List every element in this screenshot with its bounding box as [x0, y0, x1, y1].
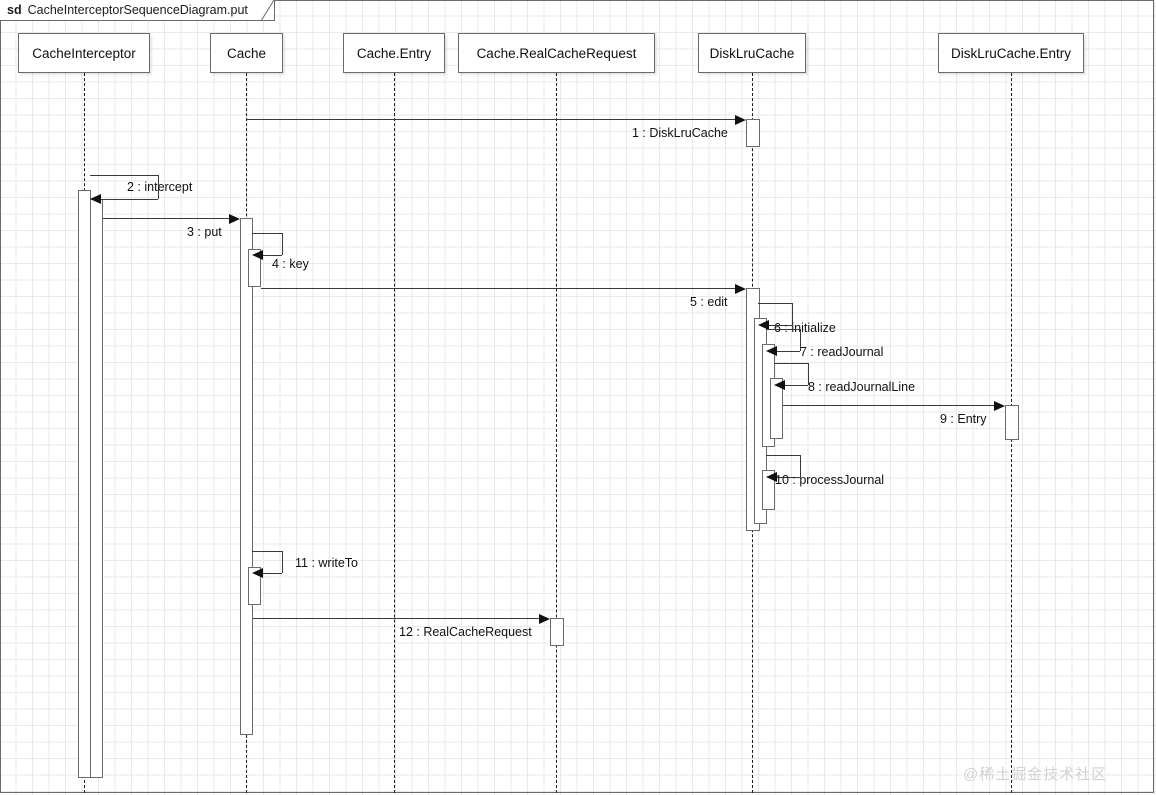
self-message-top-segment [766, 455, 800, 456]
sequence-frame-tab: sd CacheInterceptorSequenceDiagram.put [0, 0, 275, 21]
self-message-bottom-segment [263, 255, 282, 256]
message-label-8: 8 : readJournalLine [808, 380, 916, 394]
self-message-10 [766, 455, 801, 482]
activation-bar-cache-realcacherequest [550, 618, 564, 646]
participant-label: Cache [226, 45, 267, 61]
self-message-right-segment [792, 303, 793, 325]
message-label-7: 7 : readJournal [800, 345, 884, 359]
self-message-bottom-segment [769, 325, 792, 326]
message-line-1 [246, 119, 737, 120]
participant-cache-realcacherequest[interactable]: Cache.RealCacheRequest [458, 33, 655, 73]
self-message-bottom-segment [777, 351, 800, 352]
self-message-arrowhead-10 [766, 472, 777, 482]
self-message-arrowhead-6 [758, 320, 769, 330]
participant-cache[interactable]: Cache [210, 33, 283, 73]
self-message-arrowhead-4 [252, 250, 263, 260]
message-label-5: 5 : edit [690, 295, 728, 309]
self-message-arrowhead-11 [252, 568, 263, 578]
frame-tab-corner [261, 0, 275, 22]
self-message-bottom-segment [263, 573, 282, 574]
self-message-4 [252, 233, 283, 260]
participant-label: Cache.Entry [356, 45, 432, 61]
message-label-1: 1 : DiskLruCache [632, 126, 728, 140]
self-message-arrowhead-8 [774, 380, 785, 390]
message-label-6: 6 : initialize [774, 321, 836, 335]
self-message-top-segment [758, 303, 792, 304]
self-message-bottom-segment [777, 477, 800, 478]
self-message-right-segment [282, 551, 283, 573]
frame-keyword: sd [7, 3, 22, 17]
activation-bar-disklrucache [770, 378, 783, 439]
self-message-bottom-segment [101, 199, 158, 200]
self-message-top-segment [252, 551, 282, 552]
self-message-11 [252, 551, 283, 578]
activation-bar-cacheinterceptor [90, 199, 103, 778]
message-arrowhead-1 [735, 115, 746, 125]
self-message-8 [774, 363, 809, 390]
message-line-5 [261, 288, 737, 289]
message-label-2: 2 : intercept [127, 180, 193, 194]
message-line-12 [253, 618, 541, 619]
lifeline-cache-entry [394, 73, 395, 793]
message-label-3: 3 : put [187, 225, 222, 239]
participant-disklrucache-entry[interactable]: DiskLruCache.Entry [938, 33, 1084, 73]
watermark-text: @稀土掘金技术社区 [963, 766, 1108, 783]
self-message-bottom-segment [785, 385, 808, 386]
self-message-top-segment [774, 363, 808, 364]
self-message-top-segment [90, 175, 158, 176]
participant-label: Cache.RealCacheRequest [476, 45, 637, 61]
self-message-top-segment [252, 233, 282, 234]
self-message-6 [758, 303, 793, 330]
frame-title: CacheInterceptorSequenceDiagram.put [27, 3, 248, 17]
self-message-right-segment [808, 363, 809, 385]
activation-bar-cache [240, 218, 253, 735]
self-message-arrowhead-2 [90, 194, 101, 204]
activation-bar-disklrucache-entry [1005, 405, 1019, 440]
message-label-12: 12 : RealCacheRequest [399, 625, 532, 639]
message-arrowhead-5 [735, 284, 746, 294]
message-label-10: 10 : processJournal [775, 473, 885, 487]
message-arrowhead-9 [994, 401, 1005, 411]
message-arrowhead-3 [229, 214, 240, 224]
message-line-3 [103, 218, 231, 219]
self-message-right-segment [800, 329, 801, 351]
message-line-9 [783, 405, 996, 406]
message-label-9: 9 : Entry [940, 412, 987, 426]
self-message-7 [766, 329, 801, 356]
self-message-right-segment [282, 233, 283, 255]
self-message-right-segment [158, 175, 159, 199]
participant-cache-entry[interactable]: Cache.Entry [343, 33, 445, 73]
lifeline-cache-realcacherequest [556, 73, 557, 793]
participant-cacheinterceptor[interactable]: CacheInterceptor [18, 33, 150, 73]
participant-label: CacheInterceptor [32, 45, 136, 61]
self-message-arrowhead-7 [766, 346, 777, 356]
participant-label: DiskLruCache.Entry [950, 45, 1072, 61]
participant-disklrucache[interactable]: DiskLruCache [698, 33, 806, 73]
message-arrowhead-12 [539, 614, 550, 624]
self-message-top-segment [766, 329, 800, 330]
activation-bar-disklrucache [746, 119, 760, 147]
message-label-11: 11 : writeTo [295, 556, 358, 570]
self-message-2 [90, 175, 159, 204]
self-message-right-segment [800, 455, 801, 477]
participant-label: DiskLruCache [709, 45, 795, 61]
message-label-4: 4 : key [272, 257, 309, 271]
